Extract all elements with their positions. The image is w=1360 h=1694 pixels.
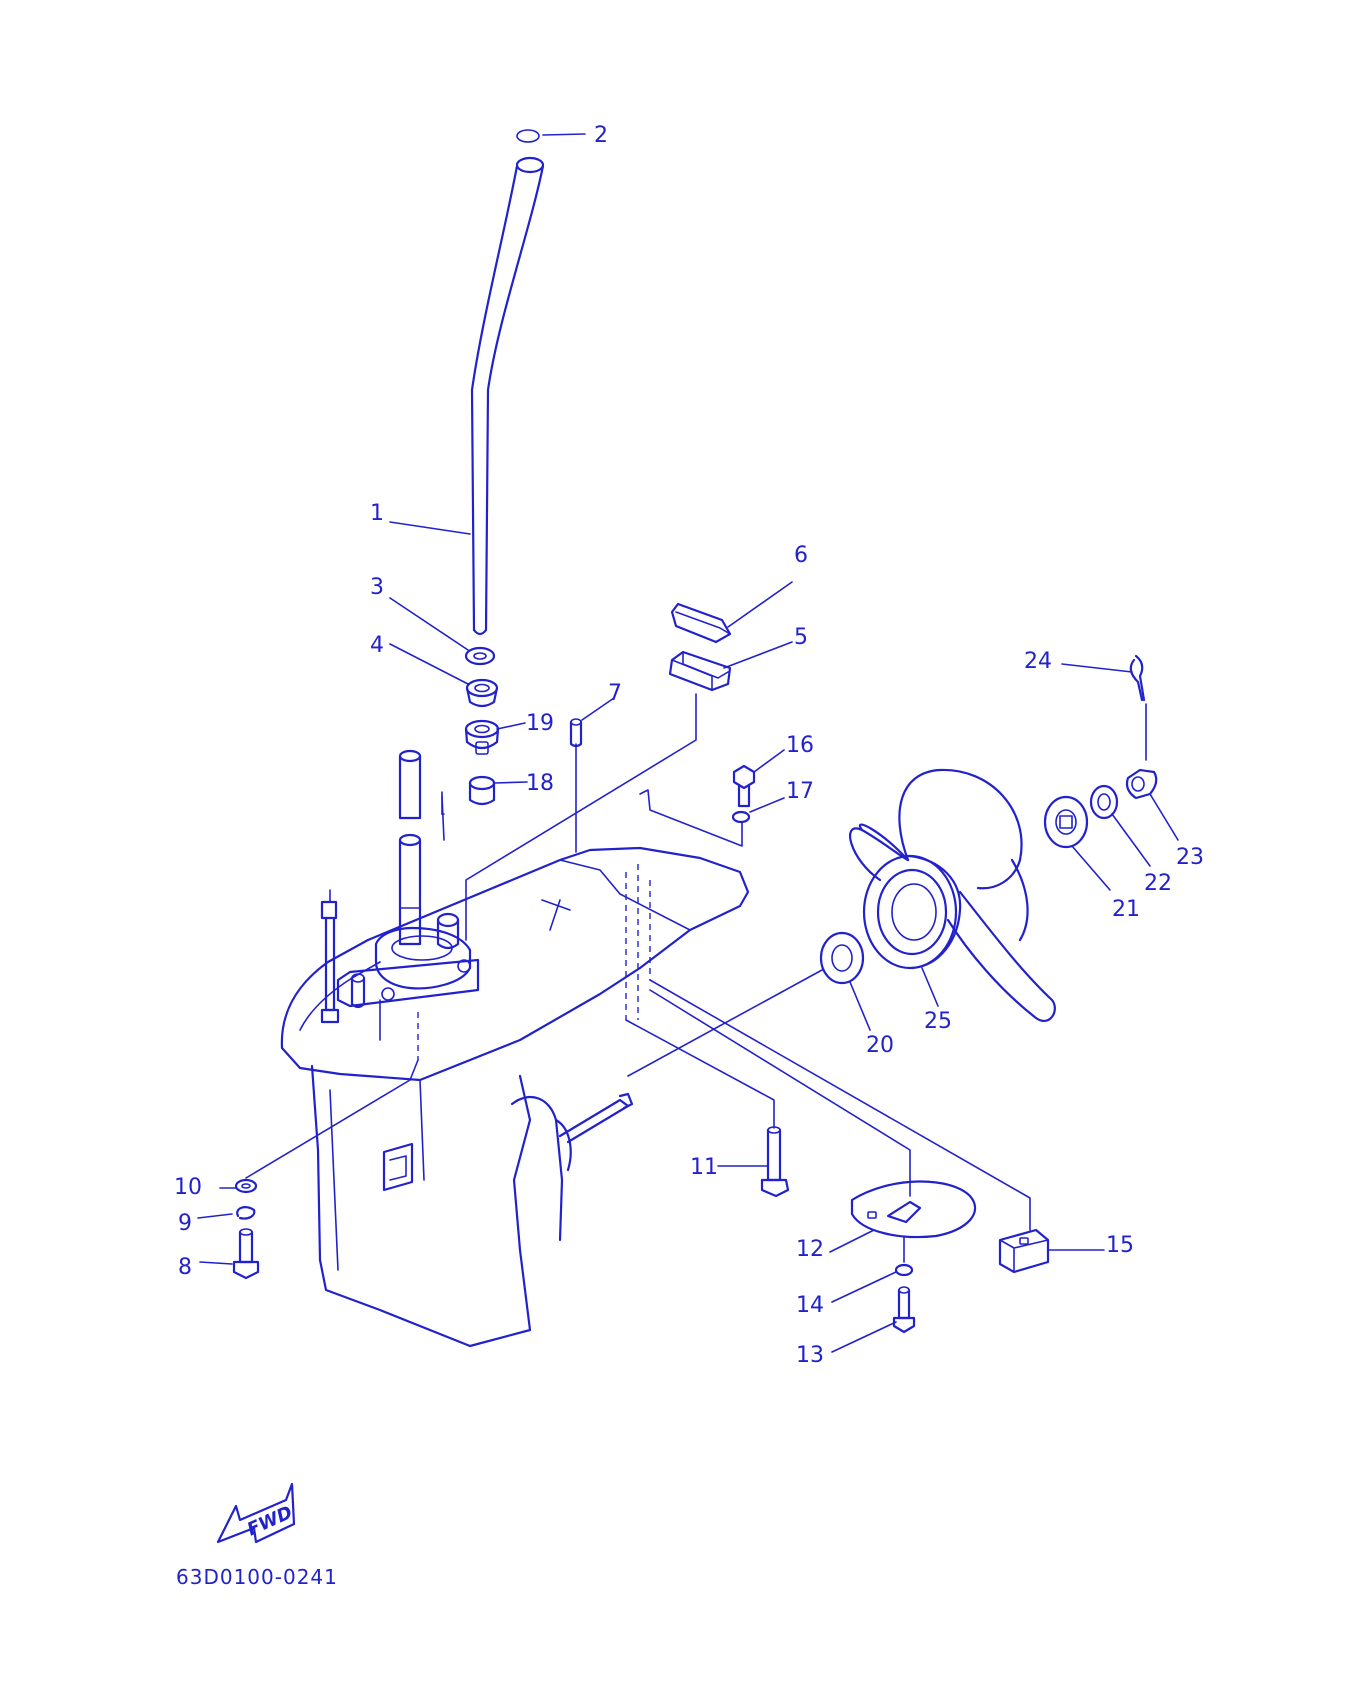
part-19-grommet	[464, 719, 500, 755]
callout-20: 20	[866, 1033, 894, 1058]
part-25-propeller	[849, 768, 1056, 1022]
callout-12: 12	[796, 1237, 824, 1262]
pump-base	[336, 912, 480, 1041]
callout-15: 15	[1106, 1233, 1134, 1258]
part-13-bolt	[892, 1286, 916, 1334]
part-8-bolt	[232, 1228, 260, 1280]
callout-8: 8	[178, 1255, 192, 1280]
shift-rod	[320, 889, 340, 1024]
callout-14: 14	[796, 1293, 824, 1318]
part-2-washer	[516, 129, 540, 143]
part-17-washer	[731, 810, 751, 824]
part-7-dowel-pin	[569, 718, 583, 748]
callout-13: 13	[796, 1343, 824, 1368]
forward-direction-arrow: FWD	[216, 1482, 296, 1544]
lower-unit-case	[280, 846, 750, 1348]
callout-21: 21	[1112, 897, 1140, 922]
callout-6: 6	[794, 543, 808, 568]
callout-24: 24	[1024, 649, 1052, 674]
callout-5: 5	[794, 625, 808, 650]
drive-shaft	[398, 749, 422, 946]
part-18-sleeve	[468, 775, 496, 806]
part-24-cotter-pin	[1129, 654, 1146, 702]
callout-18: 18	[526, 771, 554, 796]
reference-code: 63D0100-0241	[176, 1565, 338, 1589]
callout-labels: 2 1 3 4 19 18 6 5 7 16 17 24 23 22 21 25…	[174, 123, 1204, 1368]
part-10-washer	[234, 1178, 258, 1194]
callout-9: 9	[178, 1211, 192, 1236]
callout-11: 11	[690, 1155, 718, 1180]
callout-25: 25	[924, 1009, 952, 1034]
callout-2: 2	[594, 123, 608, 148]
part-23-prop-nut	[1125, 768, 1158, 800]
part-14-washer	[894, 1263, 914, 1277]
part-21-spacer	[1043, 795, 1089, 849]
part-22-washer	[1089, 784, 1119, 820]
callout-17: 17	[786, 779, 814, 804]
leader-lines	[197, 133, 1179, 1353]
part-12-trim-tab	[850, 1180, 977, 1239]
callout-22: 22	[1144, 871, 1172, 896]
callout-23: 23	[1176, 845, 1204, 870]
hidden-lines	[417, 864, 651, 1060]
part-20-thrust-washer	[819, 931, 865, 985]
callout-7: 7	[608, 681, 622, 706]
part-1-water-tube	[470, 156, 545, 636]
callout-1: 1	[370, 501, 384, 526]
part-4-grommet	[465, 678, 499, 708]
part-15-anode	[998, 1228, 1050, 1274]
part-3-seal	[464, 646, 496, 666]
part-6-strainer-cap	[670, 602, 732, 644]
callout-19: 19	[526, 711, 554, 736]
callout-16: 16	[786, 733, 814, 758]
part-5-strainer	[668, 650, 732, 692]
part-16-bolt	[732, 764, 756, 808]
callout-4: 4	[370, 633, 384, 658]
callout-10: 10	[174, 1175, 202, 1200]
callout-3: 3	[370, 575, 384, 600]
part-11-bolt	[760, 1126, 790, 1198]
part-9-lock-washer	[236, 1206, 256, 1220]
